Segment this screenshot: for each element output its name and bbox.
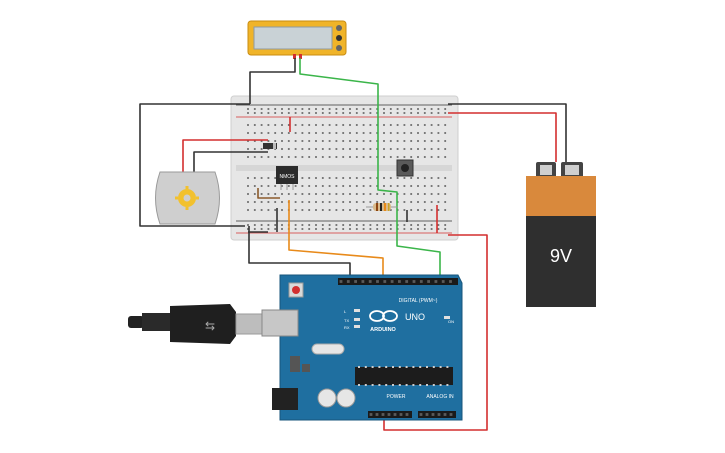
wire-red xyxy=(383,234,488,431)
diode xyxy=(263,143,277,149)
nmos-transistor[interactable]: NMOS xyxy=(276,166,298,190)
dc-motor[interactable] xyxy=(155,171,220,225)
meter-terminal-a[interactable] xyxy=(336,25,342,31)
arduino-power-header: POWER xyxy=(387,394,406,400)
wire-brown xyxy=(257,188,280,199)
usb-cable: ⇆ xyxy=(128,304,267,344)
arduino-digital-header: DIGITAL (PWM~) xyxy=(399,298,438,304)
arduino-l-label: L xyxy=(344,309,347,314)
wire-black xyxy=(448,103,567,162)
arduino-uno[interactable]: DIGITAL (PWM~) L TX RX ARDUINO UNO ON PO… xyxy=(261,274,463,421)
wire-red xyxy=(448,112,557,162)
arduino-analog-header: ANALOG IN xyxy=(426,394,454,400)
arduino-capacitor xyxy=(336,388,356,408)
arduino-model: UNO xyxy=(405,312,425,322)
wire-black xyxy=(139,103,250,227)
battery-9v[interactable]: 9V xyxy=(526,162,596,307)
svg-text:⇆: ⇆ xyxy=(205,319,215,333)
arduino-usb-port[interactable] xyxy=(261,309,299,337)
arduino-crystal xyxy=(311,343,345,355)
resistor xyxy=(366,203,398,211)
battery-label: 9V xyxy=(550,246,572,266)
arduino-tx-label: TX xyxy=(344,318,349,323)
arduino-power-jack[interactable] xyxy=(272,388,298,410)
meter-terminal-com[interactable] xyxy=(336,35,342,41)
wire-green xyxy=(299,58,441,283)
wire-orange xyxy=(288,200,384,283)
arduino-microcontroller xyxy=(355,367,453,385)
wires xyxy=(139,58,567,431)
breadboard xyxy=(230,95,459,241)
multimeter[interactable] xyxy=(247,20,347,59)
arduino-logo-icon xyxy=(369,310,398,322)
arduino-on-label: ON xyxy=(448,319,454,324)
arduino-rx-label: RX xyxy=(344,325,350,330)
transistor-label: NMOS xyxy=(280,174,296,180)
wire-black xyxy=(248,226,351,283)
push-button[interactable] xyxy=(396,159,414,177)
wire-black xyxy=(193,151,268,176)
arduino-capacitor xyxy=(317,388,337,408)
meter-terminal-v[interactable] xyxy=(336,45,342,51)
wire-red xyxy=(182,139,268,172)
wire-black xyxy=(249,58,296,104)
arduino-brand: ARDUINO xyxy=(370,327,396,333)
